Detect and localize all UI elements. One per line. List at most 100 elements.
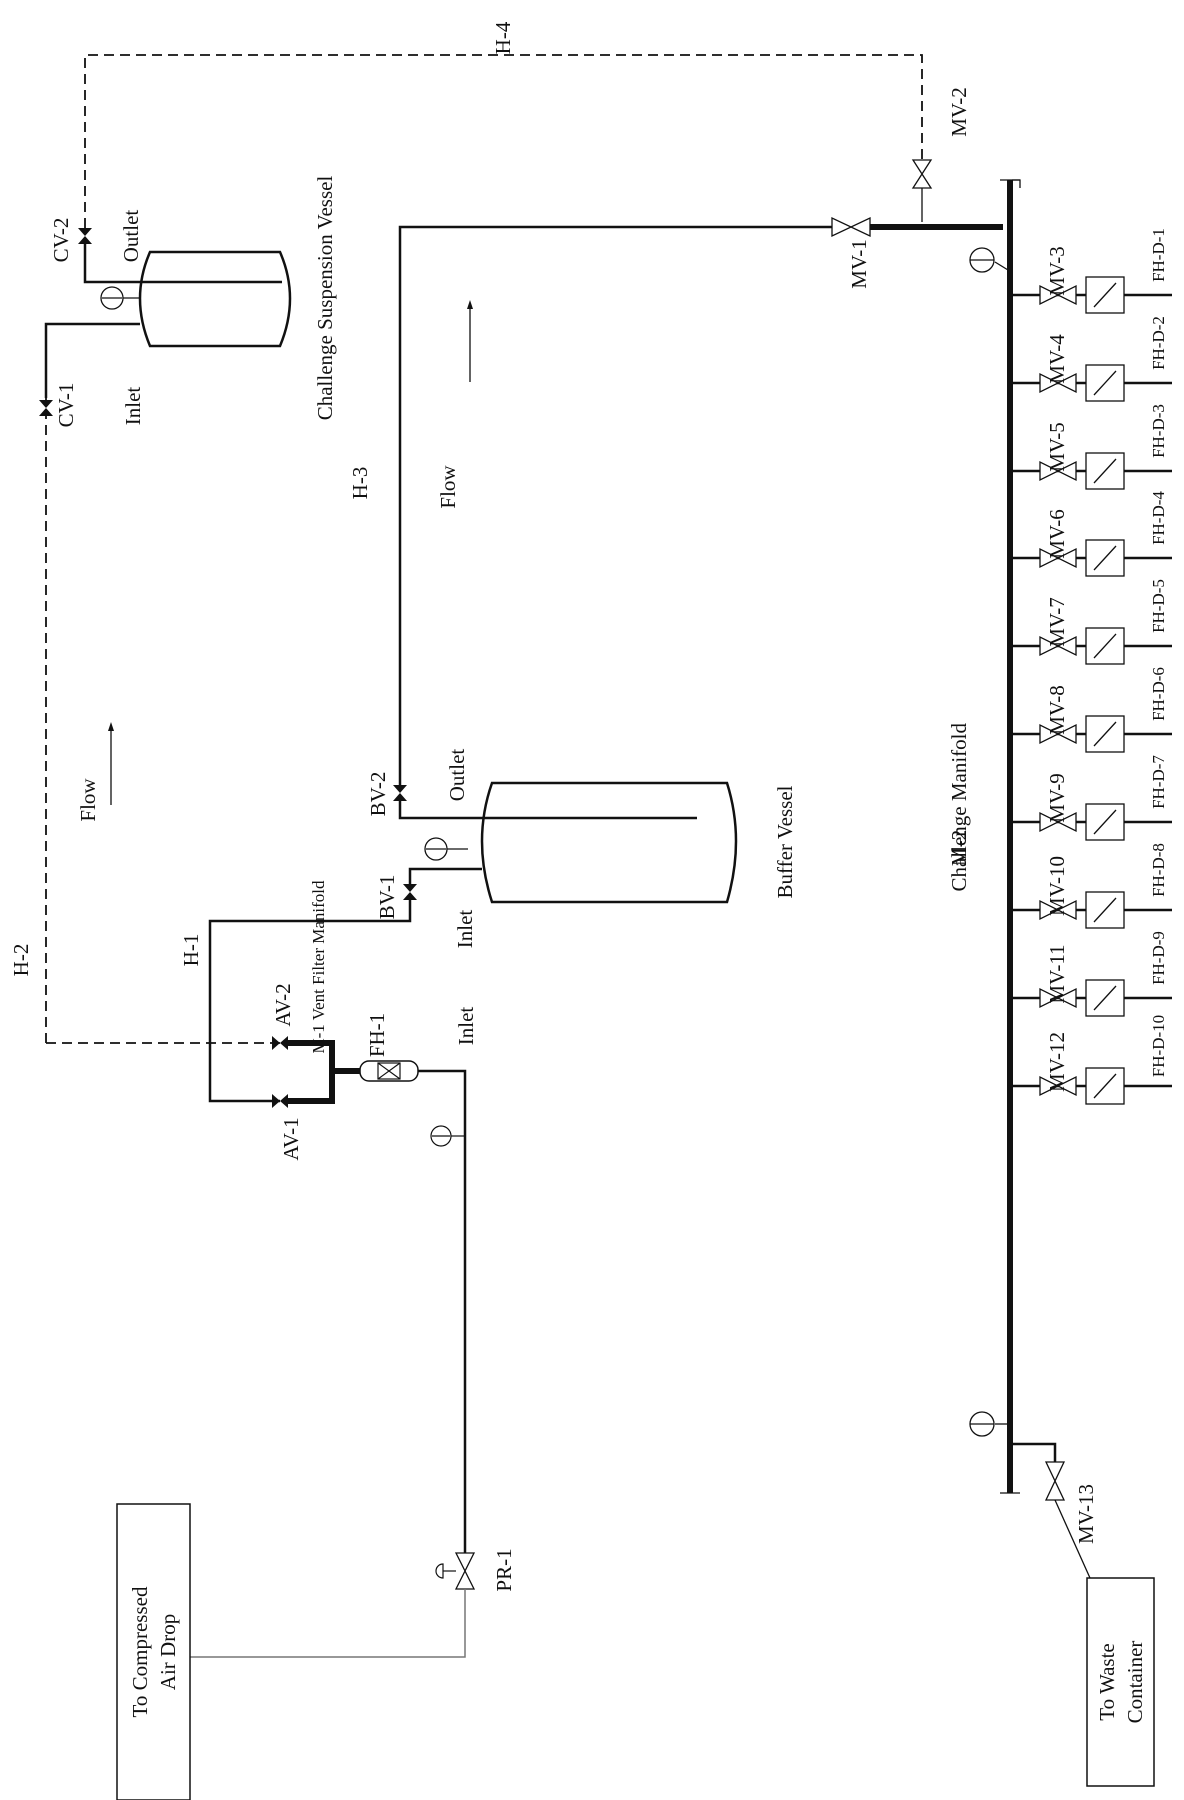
- branch-filter-label: FH-D-3: [1149, 404, 1168, 458]
- h4-dashed-line: [84, 54, 923, 228]
- branch-valve-label: MV-11: [1045, 944, 1069, 1003]
- branch-filter-label: FH-D-1: [1149, 228, 1168, 282]
- branch-valve[interactable]: [1039, 1075, 1077, 1097]
- fh1-to-pr1-pipe: [418, 1069, 467, 1553]
- h1-pipe: [208, 900, 412, 1103]
- mv13-valve[interactable]: [1044, 1461, 1066, 1501]
- label-m2: M-2: [947, 830, 971, 866]
- branch-filter-housing[interactable]: [1085, 276, 1125, 314]
- branch-valve[interactable]: [1039, 460, 1077, 482]
- av1-valve[interactable]: [272, 1094, 288, 1108]
- mv2-valve[interactable]: [911, 159, 933, 189]
- challenge-vessel-gauge: [100, 286, 140, 310]
- mv13-pipe: [1010, 1442, 1057, 1462]
- filter-branch: MV-5 FH-D-3: [1010, 404, 1172, 490]
- label-challenge-manifold: Challenge Manifold: [947, 723, 971, 892]
- branch-valve[interactable]: [1039, 811, 1077, 833]
- filter-branch: MV-8 FH-D-6: [1010, 667, 1172, 753]
- label-challenge-vessel: Challenge Suspension Vessel: [313, 176, 337, 421]
- label-av2: AV-2: [271, 983, 295, 1026]
- bv1-valve[interactable]: [403, 884, 417, 900]
- label-bv1: BV-1: [375, 875, 399, 920]
- bv1-inlet-pipe: [408, 867, 482, 884]
- branch-filter-housing[interactable]: [1085, 715, 1125, 753]
- label-mv13: MV-13: [1074, 1484, 1098, 1544]
- label-cv-outlet: Outlet: [119, 210, 143, 263]
- branch-valve[interactable]: [1039, 372, 1077, 394]
- cv1-pipe: [44, 322, 140, 398]
- mv1-valve[interactable]: [831, 216, 871, 238]
- branch-valve[interactable]: [1039, 284, 1077, 306]
- compressed-air-line: [190, 1589, 466, 1658]
- filter-branch: MV-10 FH-D-8: [1010, 843, 1172, 929]
- branch-filter-housing[interactable]: [1085, 627, 1125, 665]
- branch-filter-housing[interactable]: [1085, 803, 1125, 841]
- label-compressed-air-1: To Compressed: [128, 1586, 152, 1717]
- challenge-suspension-vessel: [138, 250, 292, 348]
- branch-valve[interactable]: [1039, 635, 1077, 657]
- branch-filter-label: FH-D-7: [1149, 755, 1168, 809]
- label-buffer-outlet: Outlet: [445, 749, 469, 802]
- manifold-bottom-gauge: [969, 1411, 1008, 1437]
- label-h4: H-4: [491, 21, 515, 54]
- pr1-gauge: [430, 1125, 465, 1147]
- branch-valve[interactable]: [1039, 899, 1077, 921]
- branch-valve-label: MV-3: [1045, 246, 1069, 295]
- pr1-regulator-valve[interactable]: [435, 1552, 476, 1590]
- buffer-vessel-gauge: [424, 837, 468, 861]
- branch-filter-label: FH-D-2: [1149, 316, 1168, 370]
- label-cv-inlet: Inlet: [121, 387, 145, 426]
- branch-filter-housing[interactable]: [1085, 979, 1125, 1017]
- label-m1-manifold: M-1 Vent Filter Manifold: [309, 880, 328, 1053]
- cv1-valve[interactable]: [39, 400, 53, 416]
- branch-valve-label: MV-12: [1045, 1032, 1069, 1092]
- cv2-pipe: [83, 244, 282, 284]
- branch-filter-label: FH-D-9: [1149, 931, 1168, 985]
- label-m1-inlet: Inlet: [454, 1007, 478, 1046]
- label-buffer-inlet: Inlet: [453, 910, 477, 949]
- label-pr1: PR-1: [492, 1548, 516, 1591]
- bv2-pipe: [398, 801, 697, 820]
- label-cv1: CV-1: [54, 383, 78, 428]
- branch-filter-housing[interactable]: [1085, 452, 1125, 490]
- label-buffer-vessel: Buffer Vessel: [773, 785, 797, 898]
- bv2-valve[interactable]: [393, 785, 407, 801]
- label-mv1: MV-1: [847, 239, 871, 288]
- label-fh1: FH-1: [365, 1013, 389, 1057]
- h3-pipe: [398, 225, 832, 785]
- flow-arrow-left: [108, 722, 114, 805]
- branch-filter-label: FH-D-5: [1149, 579, 1168, 633]
- fh1-filter[interactable]: [359, 1060, 419, 1082]
- branch-valve-label: MV-10: [1045, 856, 1069, 916]
- branch-filter-housing[interactable]: [1085, 364, 1125, 402]
- branch-filter-label: FH-D-6: [1149, 667, 1168, 721]
- label-cv2: CV-2: [49, 218, 73, 263]
- label-compressed-air-2: Air Drop: [156, 1614, 180, 1690]
- buffer-vessel: [480, 781, 738, 904]
- branch-valve-label: MV-7: [1045, 597, 1069, 646]
- filter-branch: MV-3 FH-D-1: [1010, 228, 1172, 314]
- label-h3: H-3: [348, 467, 372, 500]
- label-flow-right: Flow: [436, 465, 460, 509]
- av2-valve[interactable]: [272, 1036, 288, 1050]
- label-h2: H-2: [9, 944, 33, 977]
- branch-filter-housing[interactable]: [1085, 1067, 1125, 1105]
- waste-container-box: [1086, 1577, 1155, 1787]
- branch-valve[interactable]: [1039, 723, 1077, 745]
- filter-branch: MV-7 FH-D-5: [1010, 579, 1172, 665]
- branch-filter-housing[interactable]: [1085, 891, 1125, 929]
- branch-valve[interactable]: [1039, 547, 1077, 569]
- label-waste-1: To Waste: [1095, 1643, 1119, 1721]
- branch-valve[interactable]: [1039, 987, 1077, 1009]
- label-bv2: BV-2: [366, 772, 390, 817]
- flow-arrow-right: [467, 300, 473, 382]
- cv2-valve[interactable]: [78, 228, 92, 244]
- branch-valve-label: MV-5: [1045, 422, 1069, 471]
- branch-filter-label: FH-D-8: [1149, 843, 1168, 897]
- branch-filter-housing[interactable]: [1085, 539, 1125, 577]
- branch-valve-label: MV-8: [1045, 685, 1069, 734]
